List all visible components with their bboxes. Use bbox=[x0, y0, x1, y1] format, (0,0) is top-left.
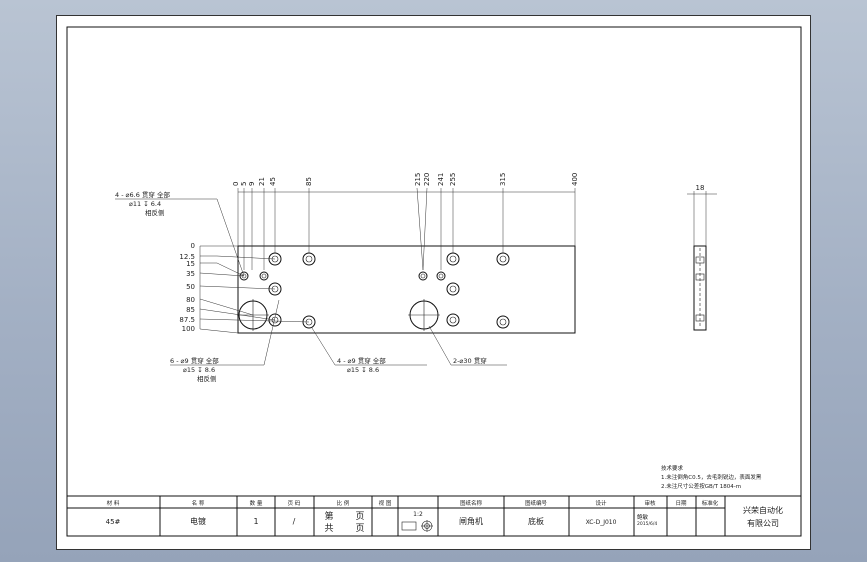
notes-line1: 1.未注倒角C0.5，去毛刺锐边，表面发黑 bbox=[661, 473, 762, 481]
hole-small bbox=[418, 271, 428, 281]
hdr-material: 材 料 bbox=[107, 499, 120, 507]
val-scale: 1:2 bbox=[413, 511, 423, 518]
val-part: 底板 bbox=[528, 516, 544, 526]
dim-top-21: 21 bbox=[258, 177, 266, 186]
val-material: 45# bbox=[106, 518, 121, 526]
dim-left-50: 50 bbox=[186, 283, 195, 291]
dim-left-35: 35 bbox=[186, 270, 195, 278]
dim-top-5: 5 bbox=[240, 182, 248, 186]
dim-top-255: 255 bbox=[449, 173, 457, 186]
val-machine: 闸角机 bbox=[459, 516, 483, 526]
hole-counterbore bbox=[446, 282, 460, 296]
plate-outline bbox=[237, 245, 576, 334]
callout-top-line2: ⌀11 ↧ 6.4 bbox=[129, 200, 161, 208]
val-code: XC-D_J010 bbox=[586, 519, 617, 526]
callout-bottom-left: 6 - ⌀9 贯穿 全部 ⌀15 ↧ 8.6 相反侧 bbox=[170, 299, 280, 383]
callout-big-hole: 2-⌀30 贯穿 bbox=[428, 325, 507, 366]
inner-frame bbox=[66, 26, 802, 537]
dim-left-100: 100 bbox=[182, 325, 195, 333]
callout-bl-line3: 相反侧 bbox=[197, 374, 217, 383]
val-page-ye2: 页 bbox=[355, 523, 364, 534]
val-date: 2015/6/4 bbox=[637, 521, 657, 527]
callout-top-line1: 4 - ⌀6.6 贯穿 全部 bbox=[115, 190, 170, 199]
hdr-designer: 设计 bbox=[595, 499, 607, 507]
tech-notes: 技术要求 1.未注倒角C0.5，去毛刺锐边，表面发黑 2.未注尺寸公差按GB/T… bbox=[661, 464, 762, 490]
callout-bm-line1: 4 - ⌀9 贯穿 全部 bbox=[337, 356, 386, 365]
hole-counterbore bbox=[446, 313, 460, 327]
val-page-gong: 共 bbox=[324, 523, 333, 534]
hdr-review: 审核 bbox=[644, 499, 656, 507]
hole-counterbore bbox=[496, 315, 510, 329]
side-view: 18 bbox=[687, 184, 717, 331]
dim-top-9: 9 bbox=[248, 182, 256, 186]
top-dimensions: 0 5 9 21 45 85 215 220 241 255 315 400 bbox=[232, 173, 579, 271]
company-line2: 有限公司 bbox=[747, 518, 779, 528]
callout-big-text: 2-⌀30 贯穿 bbox=[453, 356, 487, 365]
callout-bottom-mid: 4 - ⌀9 贯穿 全部 ⌀15 ↧ 8.6 bbox=[311, 327, 427, 374]
left-dimensions: 0 12.5 15 35 50 80 85 87.5 100 bbox=[179, 242, 310, 334]
dim-top-220: 220 bbox=[423, 173, 431, 186]
callout-top-line3: 相反侧 bbox=[145, 208, 165, 217]
dim-left-12-5: 12.5 bbox=[179, 253, 195, 261]
hdr-scale: 比 例 bbox=[337, 499, 350, 507]
dim-top-85: 85 bbox=[305, 177, 313, 186]
dim-left-85: 85 bbox=[186, 306, 195, 314]
hole-large bbox=[408, 299, 440, 331]
dim-side: 18 bbox=[696, 184, 705, 192]
company-line1: 兴荣自动化 bbox=[743, 505, 783, 515]
hdr-page: 页 码 bbox=[288, 499, 301, 507]
val-designer: 鲍敏 bbox=[637, 513, 649, 521]
dim-top-400: 400 bbox=[571, 173, 579, 186]
dim-top-315: 315 bbox=[499, 173, 507, 186]
callout-top: 4 - ⌀6.6 贯穿 全部 ⌀11 ↧ 6.4 相反侧 bbox=[115, 190, 245, 277]
hdr-drawing-no: 图纸编号 bbox=[525, 499, 548, 507]
callout-bl-line1: 6 - ⌀9 贯穿 全部 bbox=[170, 356, 219, 365]
hdr-qty: 数 量 bbox=[250, 499, 263, 507]
val-name: 电镀 bbox=[190, 516, 206, 526]
callout-bm-line2: ⌀15 ↧ 8.6 bbox=[347, 366, 379, 374]
notes-line2: 2.未注尺寸公差按GB/T 1804-m bbox=[661, 482, 741, 490]
dim-left-0: 0 bbox=[191, 242, 195, 250]
hole-counterbore bbox=[302, 252, 316, 266]
plate-view bbox=[237, 245, 576, 334]
dim-left-87-5: 87.5 bbox=[179, 316, 195, 324]
val-qty: 1 bbox=[253, 517, 258, 526]
hdr-standard: 标准化 bbox=[702, 499, 719, 507]
notes-title: 技术要求 bbox=[661, 464, 684, 472]
hole-counterbore bbox=[496, 252, 510, 266]
hole-counterbore bbox=[446, 252, 460, 266]
dim-top-0: 0 bbox=[232, 182, 240, 186]
drawing-sheet: 0 5 9 21 45 85 215 220 241 255 315 400 0… bbox=[56, 15, 811, 550]
dim-top-215: 215 bbox=[414, 173, 422, 186]
dim-top-241: 241 bbox=[437, 173, 445, 186]
val-page-ye: 页 bbox=[355, 511, 364, 522]
val-page-di: 第 bbox=[324, 510, 333, 522]
dim-left-80: 80 bbox=[186, 296, 195, 304]
hdr-date: 日期 bbox=[675, 500, 687, 507]
hole-small bbox=[436, 271, 446, 281]
val-page: / bbox=[293, 517, 296, 526]
drawing-canvas: 0 5 9 21 45 85 215 220 241 255 315 400 0… bbox=[66, 26, 802, 537]
title-block: 材 料 名 称 数 量 页 码 比 例 视 图 图纸名称 图纸编号 设计 审核 … bbox=[66, 495, 802, 537]
hole-small bbox=[259, 271, 269, 281]
dim-left-15: 15 bbox=[186, 260, 195, 268]
hdr-view: 视 图 bbox=[379, 499, 392, 507]
hdr-name: 名 称 bbox=[192, 499, 205, 507]
projection-symbol-icon bbox=[401, 520, 433, 532]
callout-bl-line2: ⌀15 ↧ 8.6 bbox=[183, 366, 215, 374]
dim-top-45: 45 bbox=[269, 177, 277, 186]
hdr-drawing-name: 图纸名称 bbox=[460, 499, 483, 507]
